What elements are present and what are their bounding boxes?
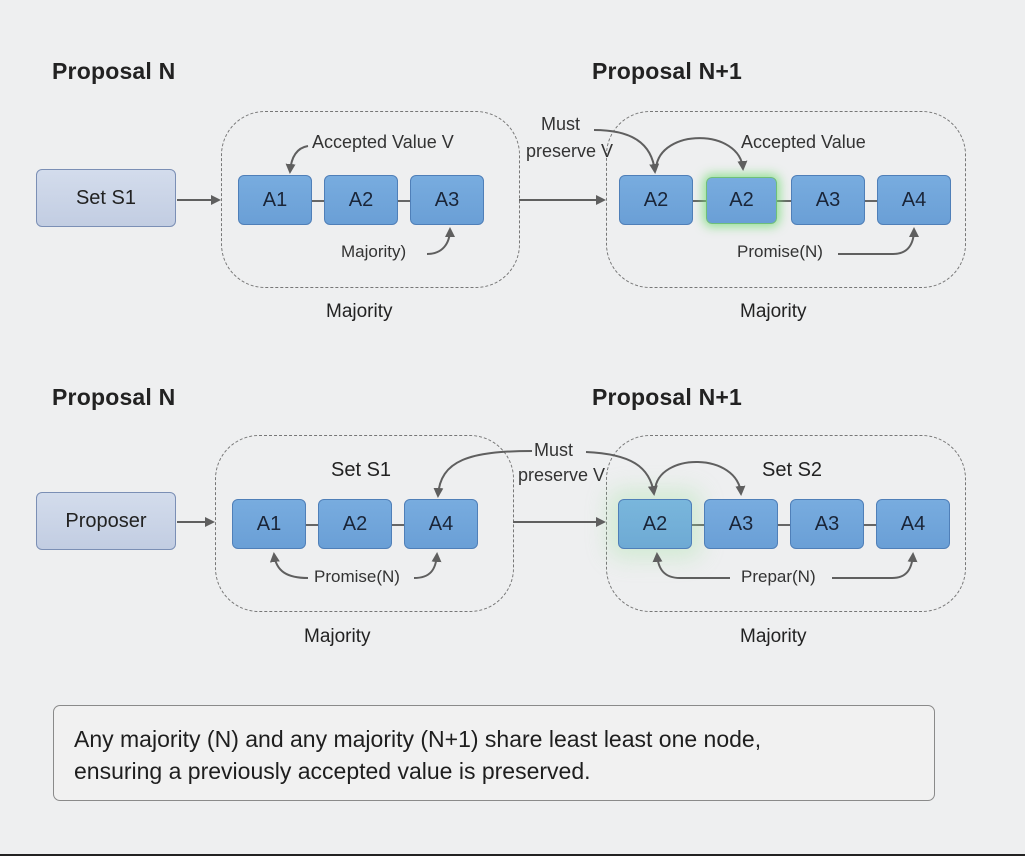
- summary-line-2: ensuring a previously accepted value is …: [74, 758, 591, 784]
- bottom-right-set-s2-group: [606, 435, 966, 612]
- promise-n-annotation: Promise(N): [737, 242, 823, 261]
- acceptor-node: A1: [232, 499, 306, 549]
- top-right-majority-group: [606, 111, 966, 288]
- node-link: [692, 524, 706, 526]
- acceptor-node: A3: [704, 499, 778, 549]
- acceptor-node: A4: [876, 499, 950, 549]
- top-right-title: Proposal N+1: [592, 58, 743, 84]
- accepted-value-v-label: Accepted Value V: [312, 132, 454, 152]
- set-s1-source-box: Set S1: [36, 169, 176, 227]
- acceptor-node: A2: [619, 175, 693, 225]
- acceptor-node: A4: [877, 175, 951, 225]
- node-link: [306, 524, 320, 526]
- summary-note: Any majority (N) and any majority (N+1) …: [53, 705, 935, 801]
- prepare-n-annotation: Prepar(N): [741, 567, 816, 586]
- node-link: [312, 200, 326, 202]
- must-label: Must: [534, 440, 574, 460]
- accepted-value-label: Accepted Value: [741, 132, 866, 152]
- acceptor-node: A3: [791, 175, 865, 225]
- bottom-right-title: Proposal N+1: [592, 384, 743, 410]
- acceptor-node: A3: [410, 175, 484, 225]
- acceptor-node: A4: [404, 499, 478, 549]
- acceptor-node: A1: [238, 175, 312, 225]
- must-label: Must: [541, 114, 581, 134]
- majority-caption: Majority: [326, 301, 393, 322]
- majority-caption: Majority: [304, 626, 371, 647]
- promise-n-annotation: Promise(N): [314, 567, 400, 586]
- node-link: [693, 200, 707, 202]
- node-link: [864, 200, 878, 202]
- highlighted-acceptor-node: A2: [706, 177, 777, 224]
- bottom-left-set-s1-group: [215, 435, 514, 612]
- preserve-v-label: preserve V: [518, 465, 606, 485]
- node-link: [777, 524, 792, 526]
- top-left-title: Proposal N: [52, 58, 176, 84]
- node-link: [392, 524, 406, 526]
- set-s1-title: Set S1: [331, 459, 392, 481]
- node-link: [398, 200, 412, 202]
- proposer-box: Proposer: [36, 492, 176, 550]
- majority-caption: Majority: [740, 626, 807, 647]
- summary-line-1: Any majority (N) and any majority (N+1) …: [74, 726, 762, 752]
- node-link: [863, 524, 877, 526]
- node-link: [777, 200, 792, 202]
- majority-caption: Majority: [740, 301, 807, 322]
- acceptor-node: A2: [318, 499, 392, 549]
- highlighted-acceptor-node: A2: [618, 499, 692, 549]
- bottom-left-title: Proposal N: [52, 384, 176, 410]
- acceptor-node: A2: [324, 175, 398, 225]
- acceptor-node: A3: [790, 499, 864, 549]
- set-s2-title: Set S2: [762, 459, 823, 481]
- preserve-v-label: preserve V: [526, 141, 614, 161]
- majority-annotation: Majority): [341, 242, 407, 261]
- bottom-border: [0, 854, 1025, 856]
